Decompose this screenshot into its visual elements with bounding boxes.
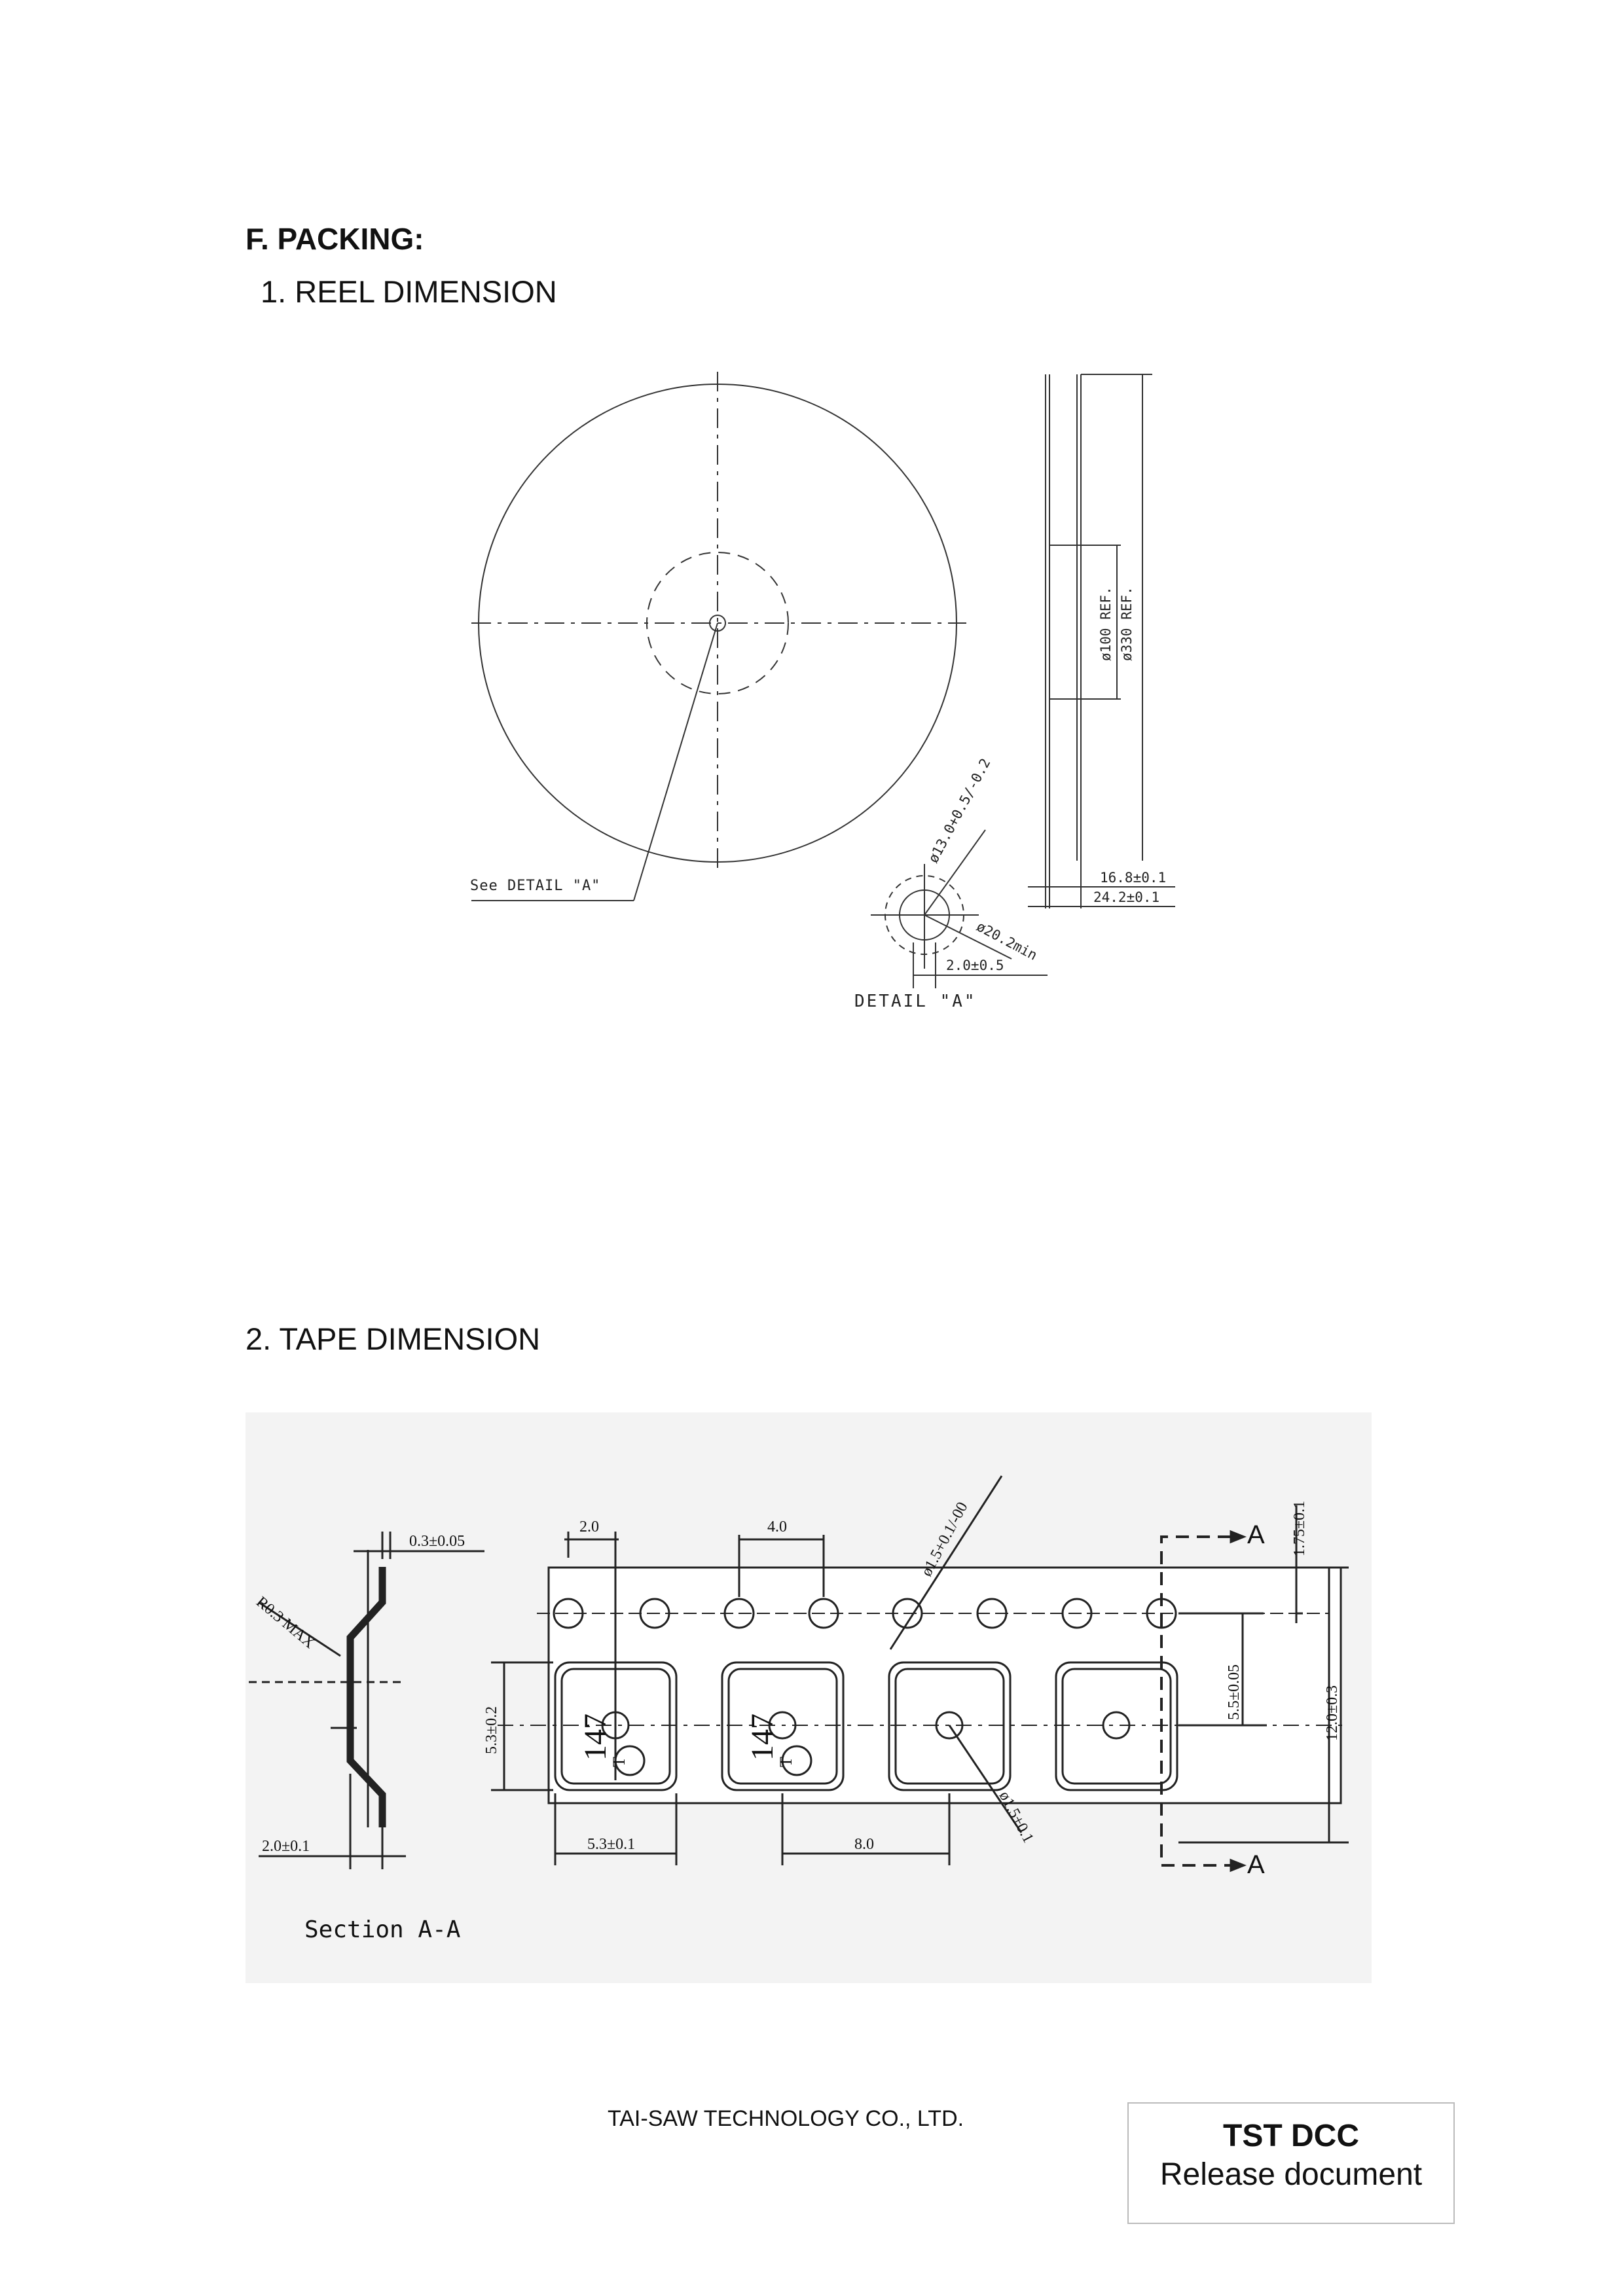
part-mark-2: 147 [745,1713,780,1761]
section-a-a-label: Section A-A [304,1916,461,1943]
section-title: F. PACKING: [246,222,424,256]
see-detail-label: See DETAIL "A" [470,878,600,894]
tape-dimension-heading: 2. TAPE DIMENSION [246,1321,541,1356]
dim-center: 5.5±0.05 [1226,1664,1243,1720]
dim-hub-dia: ø100 REF. [1098,586,1114,661]
dim-hole-offset: 2.0 [579,1518,599,1535]
detail-a-label: DETAIL "A" [854,992,977,1011]
logo-mark-1: T [610,1757,629,1767]
logo-mark-2: T [776,1757,795,1767]
dim-depth: 2.0±0.1 [262,1838,310,1855]
release-stamp: TST DCC Release document [1127,2102,1455,2224]
cut-label-top: A [1247,1520,1265,1549]
dim-outer-width: 24.2±0.1 [1093,889,1159,905]
dim-inner-width: 16.8±0.1 [1100,870,1166,886]
dim-thickness: 0.3±0.05 [409,1533,465,1550]
dim-pitch: 8.0 [854,1836,874,1853]
part-mark-1: 147 [578,1713,613,1761]
dim-pocket-w: 5.3±0.1 [587,1836,635,1853]
dim-edge: 1.75±0.1 [1291,1501,1308,1556]
stamp-subtitle: Release document [1159,2157,1423,2192]
dim-reel-dia: ø330 REF. [1119,586,1135,661]
dim-pocket-h: 5.3±0.2 [483,1706,500,1754]
reel-dimension-heading: 1. REEL DIMENSION [261,274,557,309]
dim-width: 12.0±0.3 [1324,1685,1341,1741]
stamp-title: TST DCC [1223,2119,1359,2153]
company-footer: TAI-SAW TECHNOLOGY CO., LTD. [608,2106,964,2131]
dim-hole-pitch: 4.0 [767,1518,787,1535]
cut-label-bottom: A [1247,1850,1265,1879]
dim-slot: 2.0±0.5 [946,958,1004,973]
